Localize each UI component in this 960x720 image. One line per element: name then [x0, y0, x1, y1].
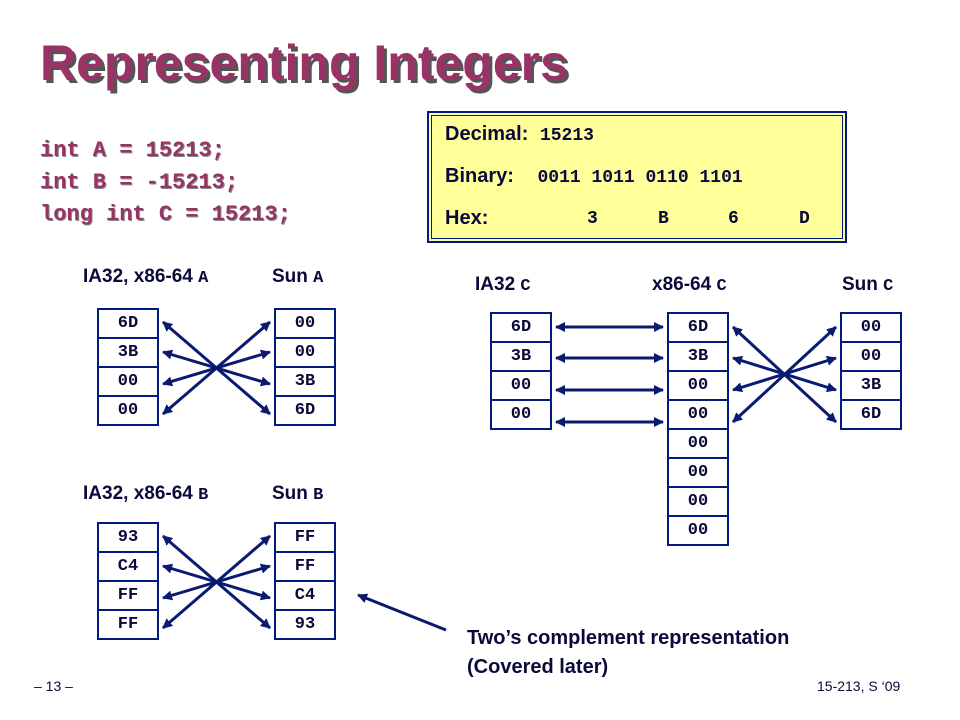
byte-cell: 00 — [667, 399, 729, 428]
decimal-row: Decimal: 15213 — [445, 123, 594, 146]
byte-cell: FF — [274, 522, 336, 551]
byte-cell: 93 — [97, 522, 159, 551]
byte-cell: 6D — [490, 312, 552, 341]
arrow-a-4 — [162, 320, 271, 416]
binary-label: Binary: — [445, 165, 514, 187]
byte-cell: 00 — [97, 395, 159, 426]
decimal-label: Decimal: — [445, 123, 529, 145]
hex-digit-4: D — [799, 209, 810, 229]
byte-cell: 6D — [840, 399, 902, 430]
byte-cell: 6D — [97, 308, 159, 337]
value-info-box: Decimal: 15213 Binary: 0011 1011 0110 11… — [427, 111, 847, 243]
label-ia32-a: IA32, x86-64 A — [83, 266, 209, 288]
note-line-2: (Covered later) — [467, 656, 609, 678]
byte-cell: 00 — [667, 370, 729, 399]
byte-cell: 93 — [274, 609, 336, 640]
code-line-a: int A = 15213; — [40, 138, 225, 163]
byte-cell: C4 — [97, 551, 159, 580]
hex-row: Hex: — [445, 207, 488, 230]
byte-cell: 6D — [274, 395, 336, 426]
byte-cell: 00 — [97, 366, 159, 395]
label-sun-c: Sun C — [842, 274, 894, 296]
note-line-1: Two’s complement representation — [467, 627, 790, 649]
byte-cell: 3B — [97, 337, 159, 366]
byte-cell: 3B — [840, 370, 902, 399]
byte-cell: 00 — [274, 337, 336, 366]
decimal-value: 15213 — [539, 126, 594, 146]
arrow-c-8 — [731, 325, 838, 424]
byte-cell: 3B — [490, 341, 552, 370]
byte-cell: FF — [97, 609, 159, 640]
note-pointer-arrow — [357, 593, 447, 632]
hex-label: Hex: — [445, 207, 489, 229]
hex-digit-2: B — [658, 209, 669, 229]
byte-cell: FF — [97, 580, 159, 609]
label-sun-a: Sun A — [272, 266, 324, 288]
byte-cell: C4 — [274, 580, 336, 609]
page-number: – 13 – — [34, 678, 73, 694]
arrow-b-4 — [162, 534, 271, 630]
byte-cell: 3B — [667, 341, 729, 370]
label-sun-b: Sun B — [272, 483, 324, 505]
byte-cell: 00 — [490, 399, 552, 430]
label-ia32-b: IA32, x86-64 B — [83, 483, 209, 505]
byte-cell: 3B — [274, 366, 336, 395]
byte-cell: 00 — [840, 312, 902, 341]
byte-cell: 00 — [667, 428, 729, 457]
code-line-c: long int C = 15213; — [40, 202, 291, 227]
label-ia32-c: IA32 C — [475, 274, 531, 296]
byte-cell: FF — [274, 551, 336, 580]
hex-digit-3: 6 — [728, 209, 739, 229]
byte-cell: 00 — [667, 515, 729, 546]
hex-digit-1: 3 — [587, 209, 598, 229]
course-label: 15-213, S ‘09 — [817, 678, 901, 694]
byte-cell: 00 — [667, 457, 729, 486]
label-x86-c: x86-64 C — [652, 274, 727, 296]
byte-cell: 00 — [667, 486, 729, 515]
slide-title: Representing Integers — [40, 35, 568, 91]
binary-value: 0011 1011 0110 1101 — [537, 168, 743, 188]
binary-row: Binary: 0011 1011 0110 1101 — [445, 165, 743, 188]
byte-cell: 00 — [490, 370, 552, 399]
byte-cell: 6D — [667, 312, 729, 341]
byte-cell: 00 — [274, 308, 336, 337]
code-line-b: int B = -15213; — [40, 170, 239, 195]
byte-cell: 00 — [840, 341, 902, 370]
